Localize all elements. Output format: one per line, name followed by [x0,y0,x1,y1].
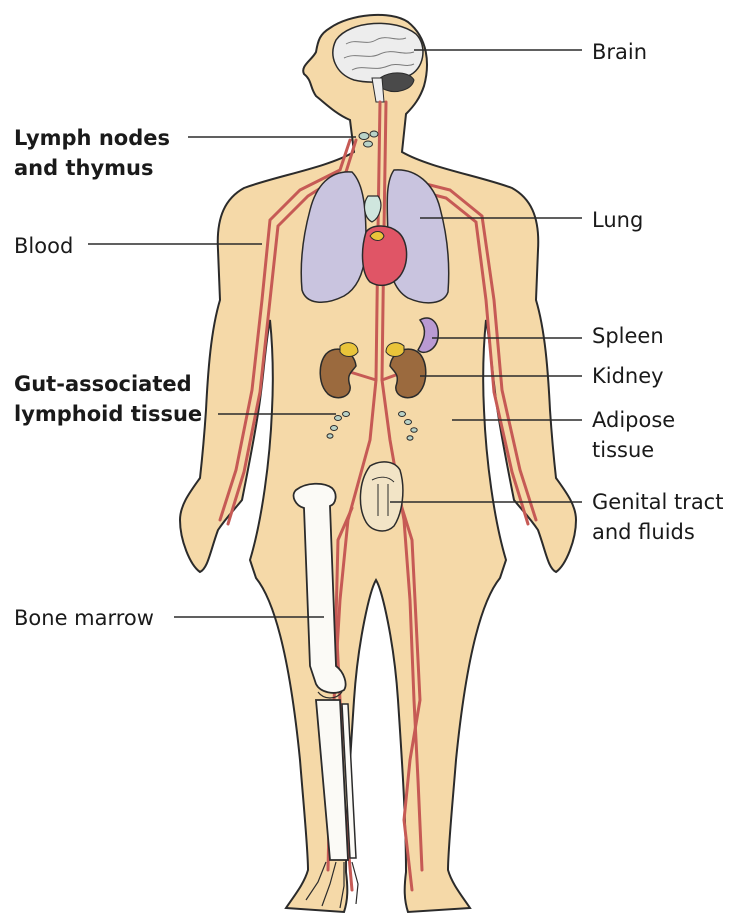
heart [363,226,407,285]
label-kidney: Kidney [592,362,664,390]
label-blood: Blood [14,232,73,260]
label-bone-marrow: Bone marrow [14,604,154,632]
label-adipose-line1: Adipose [592,406,675,434]
node [399,412,406,417]
node [407,436,413,440]
uterus [360,462,402,531]
node [364,141,373,147]
node [370,131,378,137]
label-gut-line1: Gut-associated [14,370,192,398]
adrenal-left [340,343,358,357]
label-spleen: Spleen [592,322,664,350]
label-brain: Brain [592,38,647,66]
node [411,428,417,433]
node [343,412,350,417]
label-lymph-nodes-line1: Lymph nodes [14,124,170,152]
adrenal-right [386,343,404,357]
node [331,426,338,431]
node [327,434,333,438]
node [335,416,342,421]
node [405,420,412,425]
label-lymph-nodes-line2: and thymus [14,154,153,182]
label-adipose-line2: tissue [592,436,654,464]
label-lung: Lung [592,206,643,234]
label-genital-line1: Genital tract [592,488,723,516]
label-gut-line2: lymphoid tissue [14,400,202,428]
label-genital-line2: and fluids [592,518,695,546]
genital-tract [360,462,402,531]
node [359,133,369,140]
